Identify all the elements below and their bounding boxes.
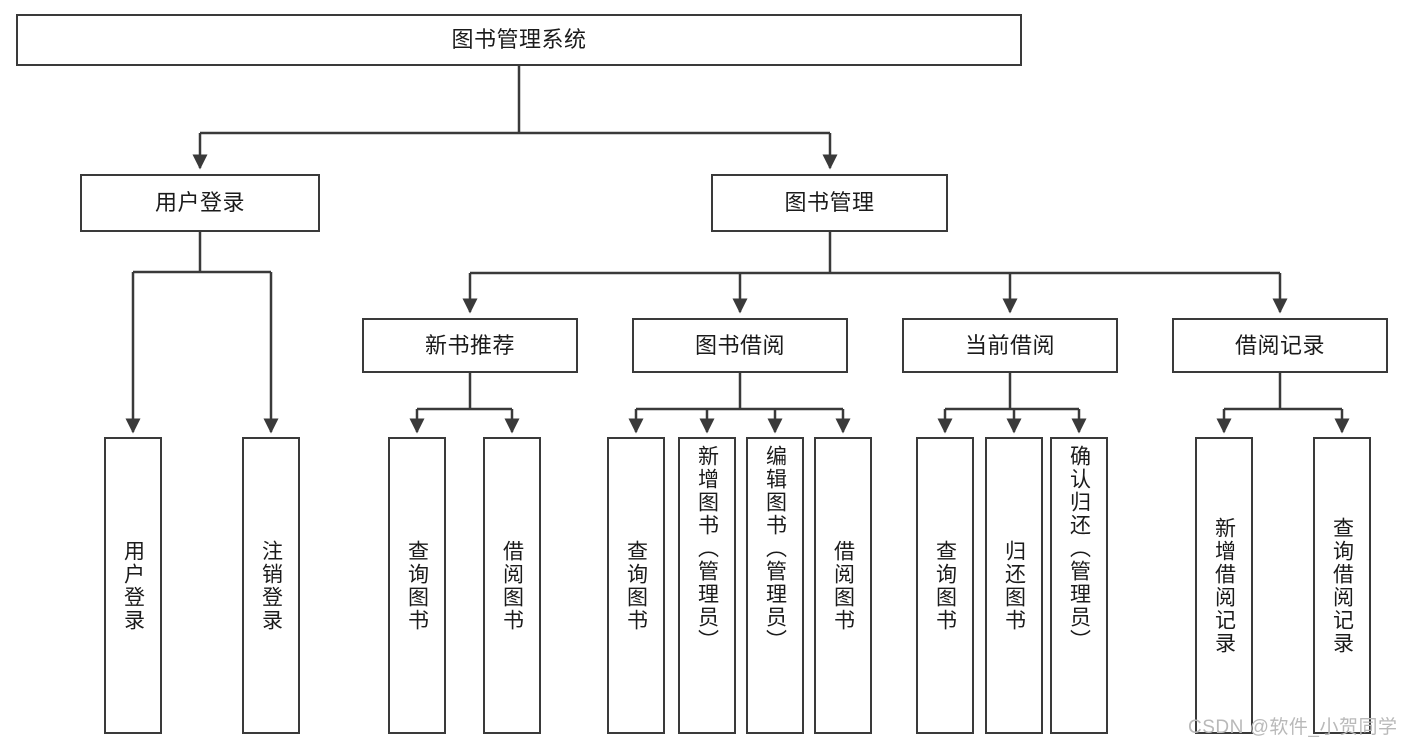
node-book-management-label: 图书管理	[784, 190, 875, 216]
node-borrow-record-label: 借阅记录	[1234, 332, 1325, 358]
leaf-book-borrow-edit[interactable]: 编辑图书（管理员）	[746, 437, 804, 734]
leaf-current-borrow-query[interactable]: 查询图书	[916, 437, 974, 734]
node-current-borrow-label: 当前借阅	[964, 332, 1055, 358]
node-book-management[interactable]: 图书管理	[711, 174, 948, 232]
node-book-borrow[interactable]: 图书借阅	[632, 318, 848, 373]
leaf-borrow-record-query[interactable]: 查询借阅记录	[1313, 437, 1371, 734]
node-book-borrow-label: 图书借阅	[694, 332, 785, 358]
leaf-current-borrow-confirm-label: 确认归还（管理员）	[1067, 445, 1091, 652]
leaf-borrow-record-add[interactable]: 新增借阅记录	[1195, 437, 1253, 734]
leaf-current-borrow-confirm[interactable]: 确认归还（管理员）	[1050, 437, 1108, 734]
node-user-login-label: 用户登录	[154, 190, 245, 216]
leaf-borrow-record-query-label: 查询借阅记录	[1330, 516, 1354, 655]
leaf-user-login-logout[interactable]: 注销登录	[242, 437, 300, 734]
leaf-book-borrow-add-label: 新增图书（管理员）	[695, 445, 719, 652]
leaf-current-borrow-return-label: 归还图书	[1002, 539, 1026, 632]
leaf-new-book-query-label: 查询图书	[405, 539, 429, 632]
node-new-book-recommend[interactable]: 新书推荐	[362, 318, 578, 373]
leaf-current-borrow-return[interactable]: 归还图书	[985, 437, 1043, 734]
leaf-new-book-query[interactable]: 查询图书	[388, 437, 446, 734]
leaf-book-borrow-borrow-label: 借阅图书	[831, 539, 855, 632]
leaf-borrow-record-add-label: 新增借阅记录	[1212, 516, 1236, 655]
node-root-label: 图书管理系统	[451, 27, 587, 53]
node-borrow-record[interactable]: 借阅记录	[1172, 318, 1388, 373]
leaf-new-book-borrow[interactable]: 借阅图书	[483, 437, 541, 734]
leaf-book-borrow-edit-label: 编辑图书（管理员）	[763, 445, 787, 652]
leaf-new-book-borrow-label: 借阅图书	[500, 539, 524, 632]
leaf-user-login-login-label: 用户登录	[121, 539, 145, 632]
leaf-book-borrow-query-label: 查询图书	[624, 539, 648, 632]
node-root[interactable]: 图书管理系统	[16, 14, 1022, 66]
leaf-user-login-logout-label: 注销登录	[259, 539, 283, 632]
leaf-book-borrow-borrow[interactable]: 借阅图书	[814, 437, 872, 734]
node-new-book-recommend-label: 新书推荐	[424, 332, 515, 358]
leaf-book-borrow-query[interactable]: 查询图书	[607, 437, 665, 734]
leaf-book-borrow-add[interactable]: 新增图书（管理员）	[678, 437, 736, 734]
node-user-login[interactable]: 用户登录	[80, 174, 320, 232]
node-current-borrow[interactable]: 当前借阅	[902, 318, 1118, 373]
leaf-user-login-login[interactable]: 用户登录	[104, 437, 162, 734]
leaf-current-borrow-query-label: 查询图书	[933, 539, 957, 632]
